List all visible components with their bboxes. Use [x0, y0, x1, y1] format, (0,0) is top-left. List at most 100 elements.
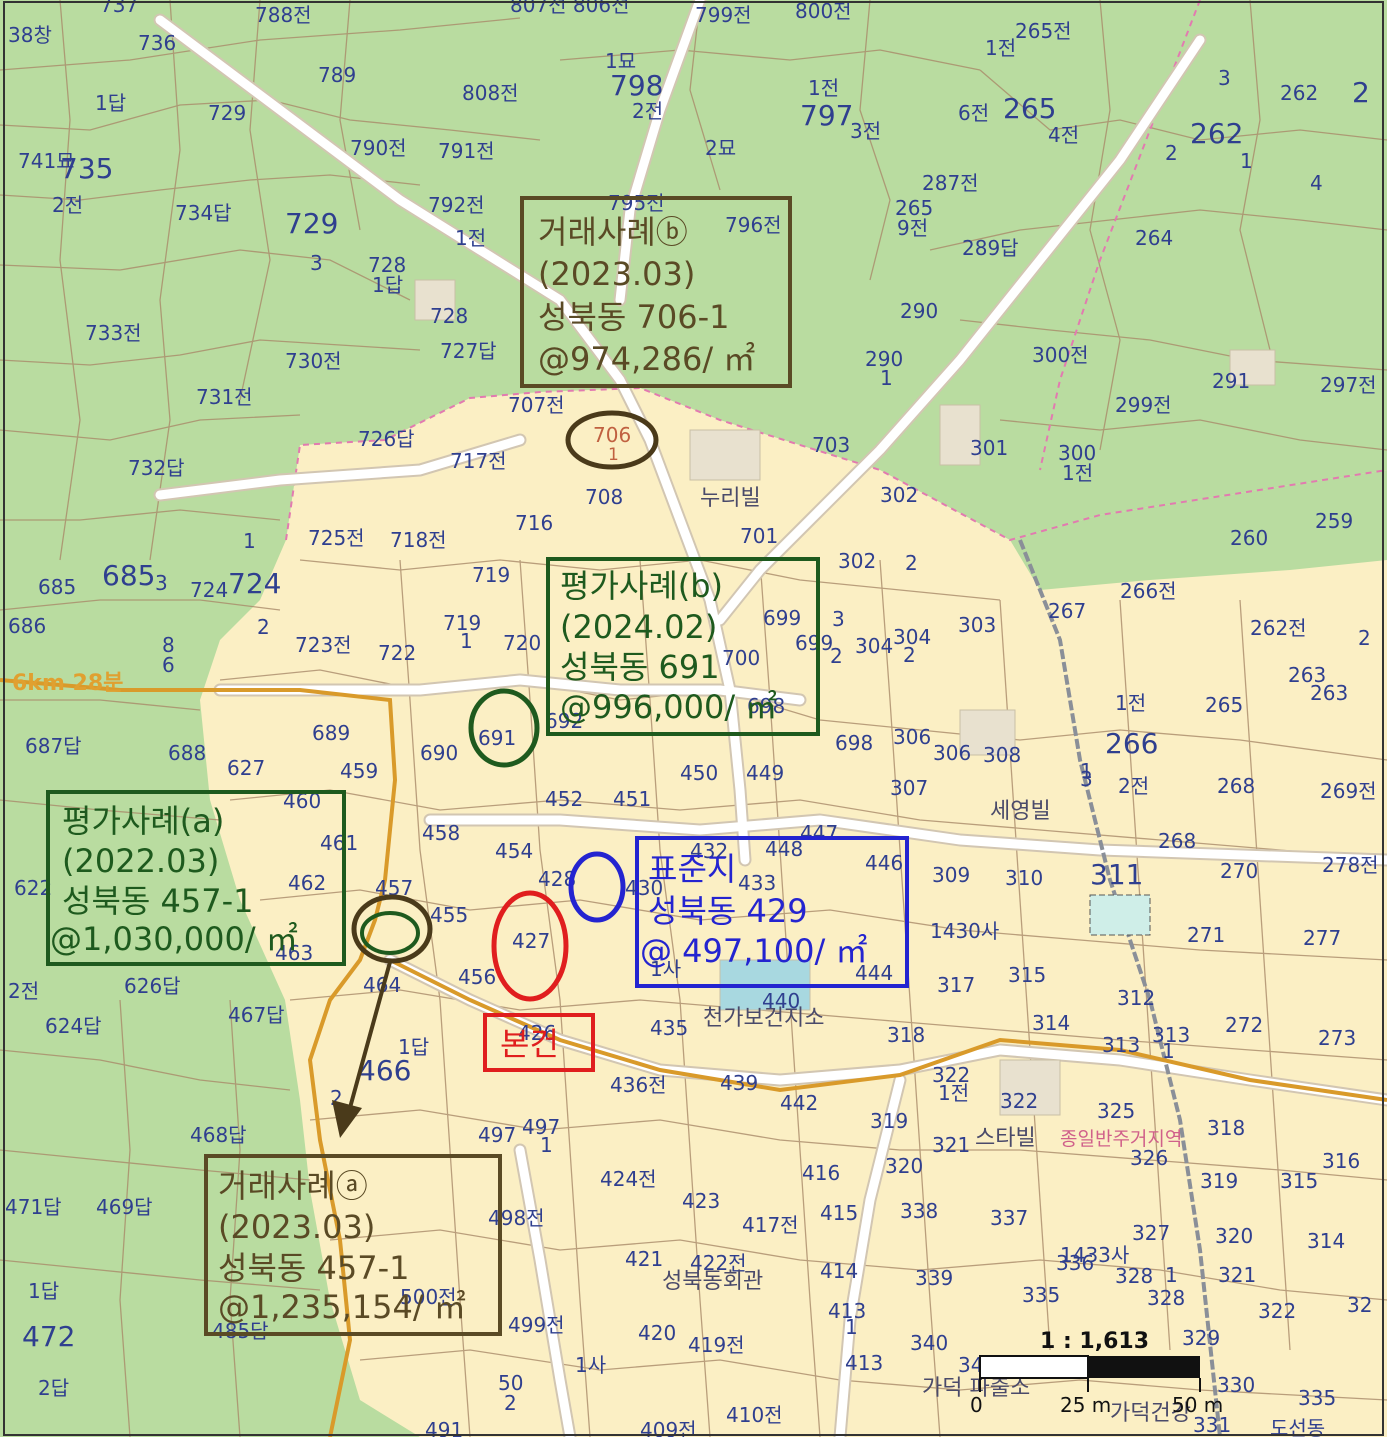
parcel-number: 319	[870, 1109, 908, 1133]
route-label: 6km 28분	[12, 671, 123, 696]
parcel-number-large: 735	[60, 152, 113, 185]
parcel-number: 626답	[124, 974, 181, 998]
parcel-number: 500전	[400, 1285, 457, 1309]
parcel-number: 3	[832, 607, 845, 631]
parcel-number: 4	[1310, 171, 1323, 195]
parcel-number: 795전	[608, 191, 665, 215]
standard-price: @ 497,100/ ㎡	[640, 932, 867, 970]
parcel-number: 461	[320, 831, 358, 855]
parcel-number: 471답	[5, 1195, 62, 1219]
parcel-number: 265	[1205, 693, 1243, 717]
subject-label: 본건	[500, 1025, 559, 1063]
parcel-number: 2	[504, 1391, 517, 1415]
parcel-number: 422전	[690, 1251, 747, 1275]
parcel-number: 327	[1132, 1221, 1170, 1245]
parcel-number: 260	[1230, 526, 1268, 550]
parcel-number: 315	[1280, 1169, 1318, 1193]
parcel-number: 316	[1322, 1149, 1360, 1173]
parcel-number: 458	[422, 821, 460, 845]
parcel-number: 497	[522, 1115, 560, 1139]
parcel-number: 50	[498, 1371, 523, 1395]
place-gadeok: 가덕건강	[1110, 1401, 1191, 1426]
parcel-number: 413	[828, 1299, 866, 1323]
parcel-number: 459	[340, 759, 378, 783]
parcel-number: 450	[680, 761, 718, 785]
trade-a-price: @1,235,154/ ㎡	[218, 1288, 466, 1326]
parcel-number: 1사	[650, 957, 681, 981]
parcel-number: 439	[720, 1071, 758, 1095]
eval-b-address: 성북동 691	[560, 648, 720, 686]
parcel-number: 436전	[610, 1073, 667, 1097]
parcel-number: 792전	[428, 193, 485, 217]
parcel-number: 435	[650, 1016, 688, 1040]
parcel-number: 3	[1080, 767, 1093, 791]
parcel-number: 319	[1200, 1169, 1238, 1193]
parcel-706: 706	[593, 423, 631, 447]
parcel-number-large: 797	[800, 99, 853, 132]
parcel-number: 318	[887, 1023, 925, 1047]
parcel-number: 338	[900, 1199, 938, 1223]
parcel-number: 424전	[600, 1167, 657, 1191]
parcel-number: 1	[1162, 1039, 1175, 1063]
scale-tick-25: 25 m	[1060, 1393, 1111, 1417]
eval-case-b-box: 평가사례(b) (2024.02) 성북동 691 @996,000/ ㎡	[546, 557, 820, 736]
parcel-number: 297전	[1320, 373, 1377, 397]
parcel-number: 452	[545, 787, 583, 811]
parcel-number: 732답	[128, 456, 185, 480]
parcel-number-large: 262	[1190, 117, 1243, 150]
parcel-number: 689	[312, 721, 350, 745]
parcel-number: 321	[1218, 1263, 1256, 1287]
parcel-number: 278전	[1322, 853, 1379, 877]
parcel-706-sub: 1	[608, 445, 619, 465]
parcel-number: 698	[835, 731, 873, 755]
parcel-number: 314	[1307, 1229, 1345, 1253]
parcel-number: 790전	[350, 136, 407, 160]
parcel-number: 335	[1298, 1386, 1336, 1410]
parcel-number: 2	[257, 615, 270, 639]
parcel-number: 4전	[1048, 123, 1079, 147]
parcel-number: 318	[1207, 1116, 1245, 1140]
parcel-number: 273	[1318, 1026, 1356, 1050]
parcel-number: 451	[613, 787, 651, 811]
eval-case-a-box: 평가사례(a) (2022.03) 성북동 457-1 @1,030,000/ …	[46, 790, 346, 966]
eval-a-marker	[360, 911, 420, 955]
parcel-number: 287전	[922, 171, 979, 195]
place-community-hall: 성북동회관	[662, 1269, 763, 1294]
parcel-number: 331	[1193, 1413, 1231, 1437]
trade-b-marker	[565, 410, 659, 470]
parcel-number: 300	[1058, 441, 1096, 465]
parcel-number: 1답	[372, 273, 403, 297]
roads	[153, 0, 1387, 1437]
parcel-number: 736	[138, 31, 176, 55]
map-frame	[3, 1, 1384, 1436]
parcel-number: 317	[937, 973, 975, 997]
parcel-number: 456	[458, 965, 496, 989]
parcel-number: 337	[990, 1206, 1028, 1230]
parcel-number-large: 466	[358, 1054, 411, 1087]
parcel-number: 326	[1130, 1146, 1168, 1170]
parcel-number: 788전	[255, 3, 312, 27]
parcel-number: 420	[638, 1321, 676, 1345]
parcel-number: 2	[903, 643, 916, 667]
parcel-number: 335	[1022, 1283, 1060, 1307]
parcel-number-large: 729	[285, 207, 338, 240]
parcel-number: 1답	[398, 1035, 429, 1059]
parcel-number: 433	[738, 871, 776, 895]
place-seyoungvill: 세영빌	[990, 799, 1051, 824]
parcel-number: 1전	[808, 76, 839, 100]
parcel-number: 302	[838, 549, 876, 573]
parcel-number: 2묘	[705, 136, 736, 160]
parcel-number: 1사	[575, 1353, 606, 1377]
parcel-number: 446	[865, 851, 903, 875]
trade-a-title: 거래사례ⓐ	[218, 1167, 368, 1205]
parcel-number: 301	[970, 436, 1008, 460]
parcel-number: 340	[910, 1331, 948, 1355]
parcel-number: 339	[915, 1266, 953, 1290]
parcel-number: 304	[893, 625, 931, 649]
eval-b-date: (2024.02)	[560, 608, 717, 646]
parcel-number: 38창	[8, 23, 52, 47]
place-health-center: 천가보건지소	[703, 1006, 824, 1031]
parcel-number: 789	[318, 63, 356, 87]
parcel-number: 499전	[508, 1313, 565, 1337]
